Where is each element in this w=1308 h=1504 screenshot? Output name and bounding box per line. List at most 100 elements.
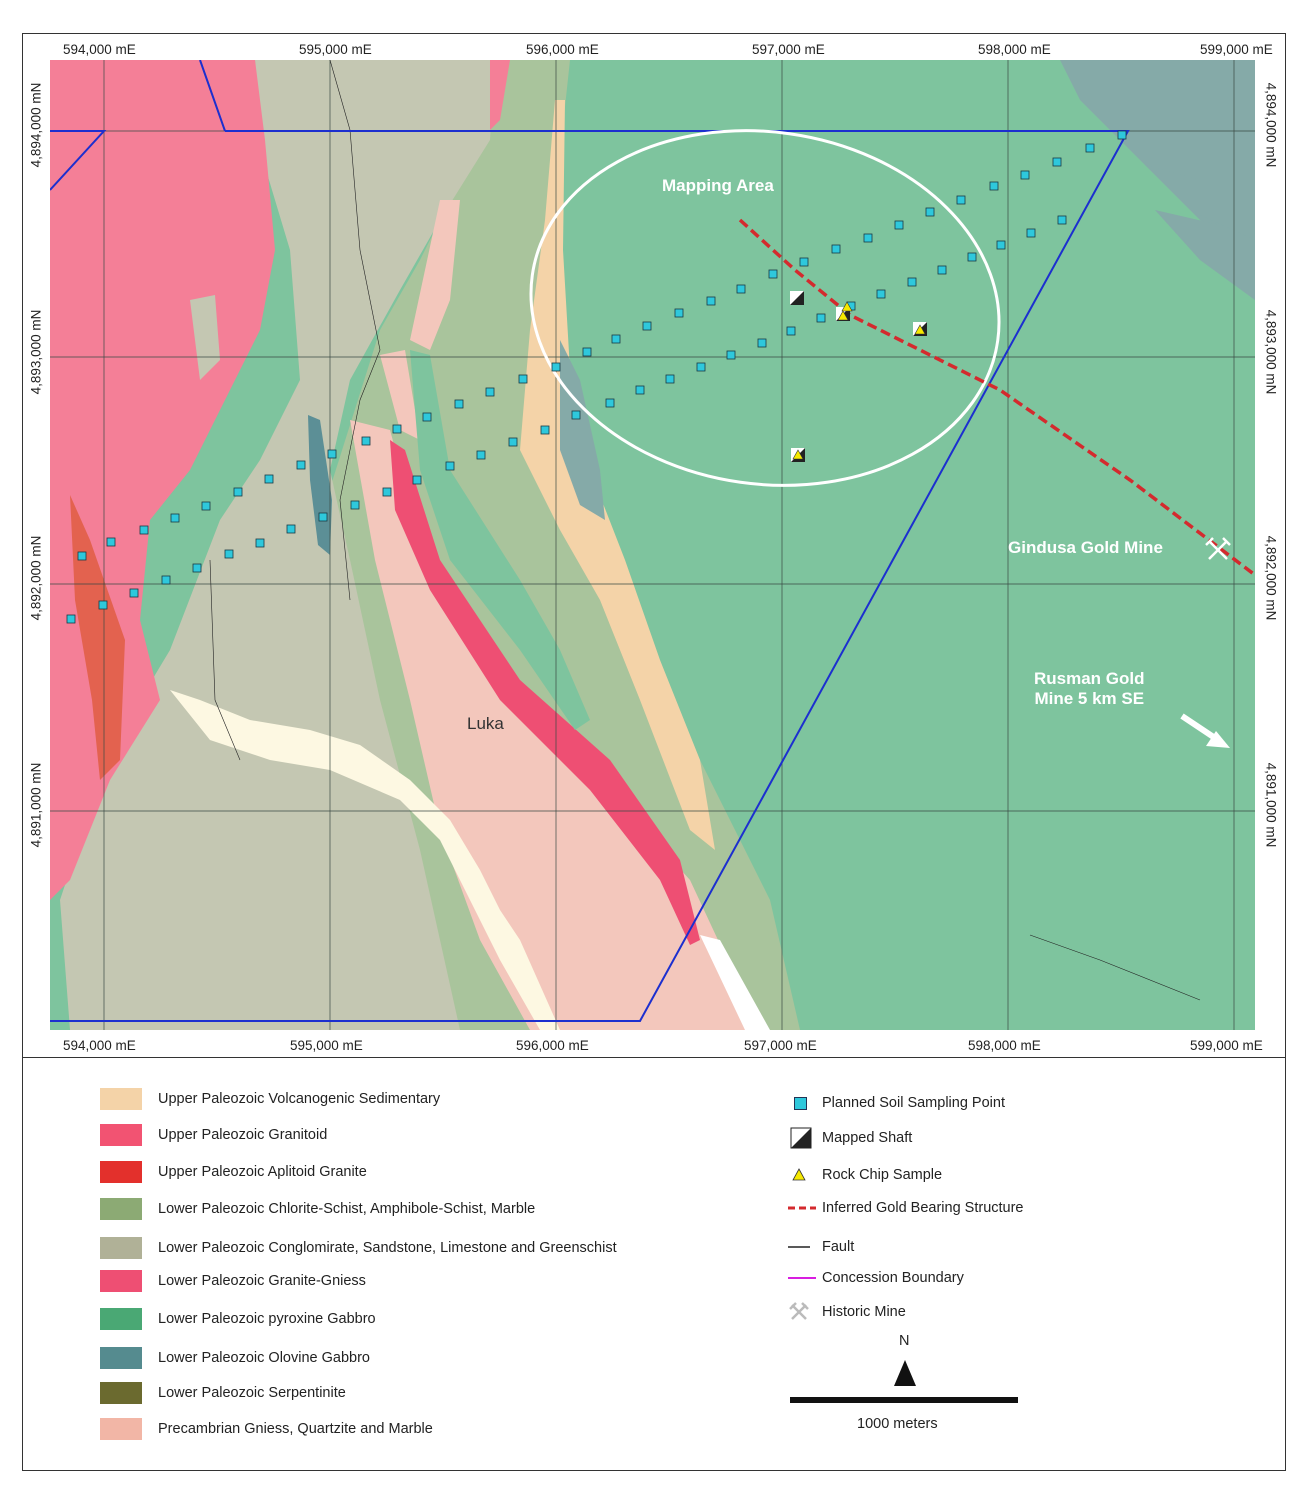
unit-precambrian-north2 (380, 350, 420, 440)
geology-units (50, 60, 1255, 1030)
soil-point-icon (454, 399, 464, 409)
legend-label: Lower Paleozoic Olovine Gabbro (158, 1350, 370, 1366)
northing-right-label: 4,894,000 mN (1263, 82, 1279, 168)
legend-historic-mine: Historic Mine (788, 1301, 906, 1323)
legend-fault: Fault (788, 1236, 854, 1258)
soil-point-icon (485, 387, 495, 397)
concession-boundary (50, 60, 1130, 1022)
easting-bottom-label: 597,000 mE (744, 1038, 817, 1053)
legend-label: Lower Paleozoic Serpentinite (158, 1385, 346, 1401)
soil-point-icon (129, 588, 139, 598)
rusman-mine-label: Rusman Gold Mine 5 km SE (1034, 669, 1145, 709)
legend-unit-row: Precambrian Gniess, Quartzite and Marble (100, 1418, 433, 1440)
map-frame (22, 33, 1286, 1471)
legend-label: Mapped Shaft (822, 1130, 913, 1146)
rock-chip-icon (841, 301, 853, 312)
soil-point-icon (611, 334, 621, 344)
soil-point-icon (77, 551, 87, 561)
unit-aplitoid-granite (70, 495, 125, 780)
legend-swatch (100, 1270, 142, 1292)
rusman-arrow-icon (1180, 713, 1230, 748)
rock-chip-icon (792, 449, 804, 460)
soil-point-icon (788, 1092, 822, 1114)
soil-point-icon (392, 424, 402, 434)
northing-right-label: 4,893,000 mN (1263, 309, 1279, 395)
soil-point-icon (816, 313, 826, 323)
soil-point-icon (1057, 215, 1067, 225)
unit-volcanogenic-sedimentary (520, 100, 715, 850)
legend-unit-row: Lower Paleozoic Conglomirate, Sandstone,… (100, 1237, 617, 1259)
legend-swatch (100, 1124, 142, 1146)
soil-sampling-points (66, 130, 1127, 624)
legend-label: Upper Paleozoic Volcanogenic Sedimentary (158, 1091, 441, 1107)
northing-left-label: 4,892,000 mN (28, 535, 44, 621)
soil-point-icon (1117, 130, 1127, 140)
easting-bottom-label: 595,000 mE (290, 1038, 363, 1053)
northing-right-label: 4,892,000 mN (1263, 535, 1279, 621)
soil-point-icon (582, 347, 592, 357)
soil-point-icon (106, 537, 116, 547)
soil-point-icon (786, 326, 796, 336)
rock-chip-icon (788, 1164, 822, 1186)
north-label: N (899, 1333, 910, 1349)
soil-point-icon (989, 181, 999, 191)
soil-point-icon (665, 374, 675, 384)
soil-point-icon (170, 513, 180, 523)
soil-point-icon (967, 252, 977, 262)
northing-right-label: 4,891,000 mN (1263, 762, 1279, 848)
legend-label: Planned Soil Sampling Point (822, 1095, 1005, 1111)
legend-label: Precambrian Gniess, Quartzite and Marble (158, 1421, 433, 1437)
unit-precambrian-main (350, 420, 760, 1030)
unit-alluvium (170, 690, 560, 1030)
soil-point-icon (642, 321, 652, 331)
soil-point-icon (382, 487, 392, 497)
legend-label: Lower Paleozoic Chlorite-Schist, Amphibo… (158, 1201, 536, 1217)
legend-label: Concession Boundary (822, 1270, 964, 1286)
soil-point-icon (318, 512, 328, 522)
inferred-gold-structure (738, 218, 1255, 577)
rusman-label-line2: Mine 5 km SE (1034, 689, 1145, 708)
legend-swatch (100, 1237, 142, 1259)
rock-chip-samples (792, 301, 926, 460)
legend-unit-row: Upper Paleozoic Volcanogenic Sedimentary (100, 1088, 440, 1110)
legend-shaft: Mapped Shaft (788, 1127, 912, 1149)
soil-point-icon (192, 563, 202, 573)
legend-label: Rock Chip Sample (822, 1167, 943, 1183)
northing-left-label: 4,891,000 mN (28, 762, 44, 848)
northing-left-label: 4,893,000 mN (28, 309, 44, 395)
mapping-area-label: Mapping Area (662, 176, 774, 195)
unit-olivine-gabbro-ne-3 (1155, 210, 1255, 300)
easting-bottom-label: 596,000 mE (516, 1038, 589, 1053)
legend-swatch (100, 1418, 142, 1440)
legend-swatch (100, 1308, 142, 1330)
legend-unit-row: Lower Paleozoic Chlorite-Schist, Amphibo… (100, 1198, 535, 1220)
soil-point-icon (1052, 157, 1062, 167)
soil-point-icon (757, 338, 767, 348)
soil-point-icon (674, 308, 684, 318)
soil-point-icon (996, 240, 1006, 250)
soil-point-icon (706, 296, 716, 306)
legend-label: Upper Paleozoic Granitoid (158, 1127, 328, 1143)
legend-unit-row: Lower Paleozoic Olovine Gabbro (100, 1347, 370, 1369)
soil-point-icon (264, 474, 274, 484)
soil-point-icon (907, 277, 917, 287)
soil-point-icon (1020, 170, 1030, 180)
easting-top-label: 598,000 mE (978, 42, 1051, 57)
legend-label: Inferred Gold Bearing Structure (822, 1200, 1024, 1216)
legend-structure: Inferred Gold Bearing Structure (788, 1197, 1024, 1219)
soil-point-icon (296, 460, 306, 470)
legend-rock-chip: Rock Chip Sample (788, 1164, 942, 1186)
legend-label: Lower Paleozoic pyroxine Gabbro (158, 1311, 376, 1327)
northing-left-label: 4,894,000 mN (28, 82, 44, 168)
soil-point-icon (863, 233, 873, 243)
soil-point-icon (799, 257, 809, 267)
rusman-label-line1: Rusman Gold (1034, 669, 1145, 688)
soil-point-icon (1026, 228, 1036, 238)
unit-pyroxine-gabbro-west (410, 350, 590, 730)
rock-chip-icon (914, 324, 926, 335)
legend-swatch (100, 1088, 142, 1110)
soil-point-icon (605, 398, 615, 408)
legend-swatch (100, 1161, 142, 1183)
soil-point-icon (736, 284, 746, 294)
